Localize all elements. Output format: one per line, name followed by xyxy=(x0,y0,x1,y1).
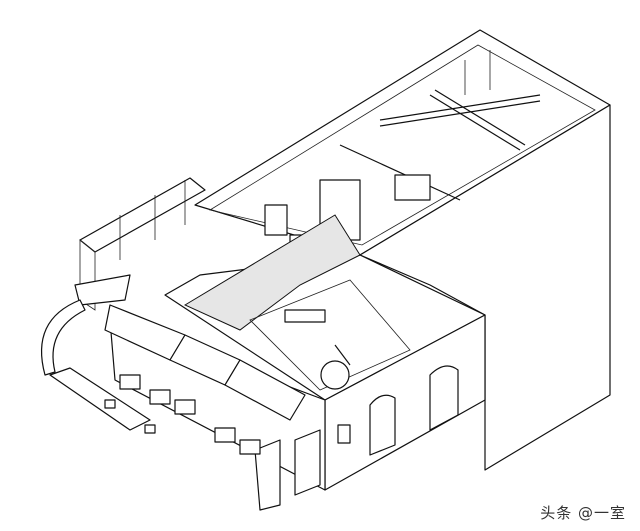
watermark: 头条 @一室 xyxy=(540,504,626,522)
front-block xyxy=(104,214,486,511)
outdoor-seating xyxy=(41,299,261,455)
glass-canopy xyxy=(74,177,206,311)
